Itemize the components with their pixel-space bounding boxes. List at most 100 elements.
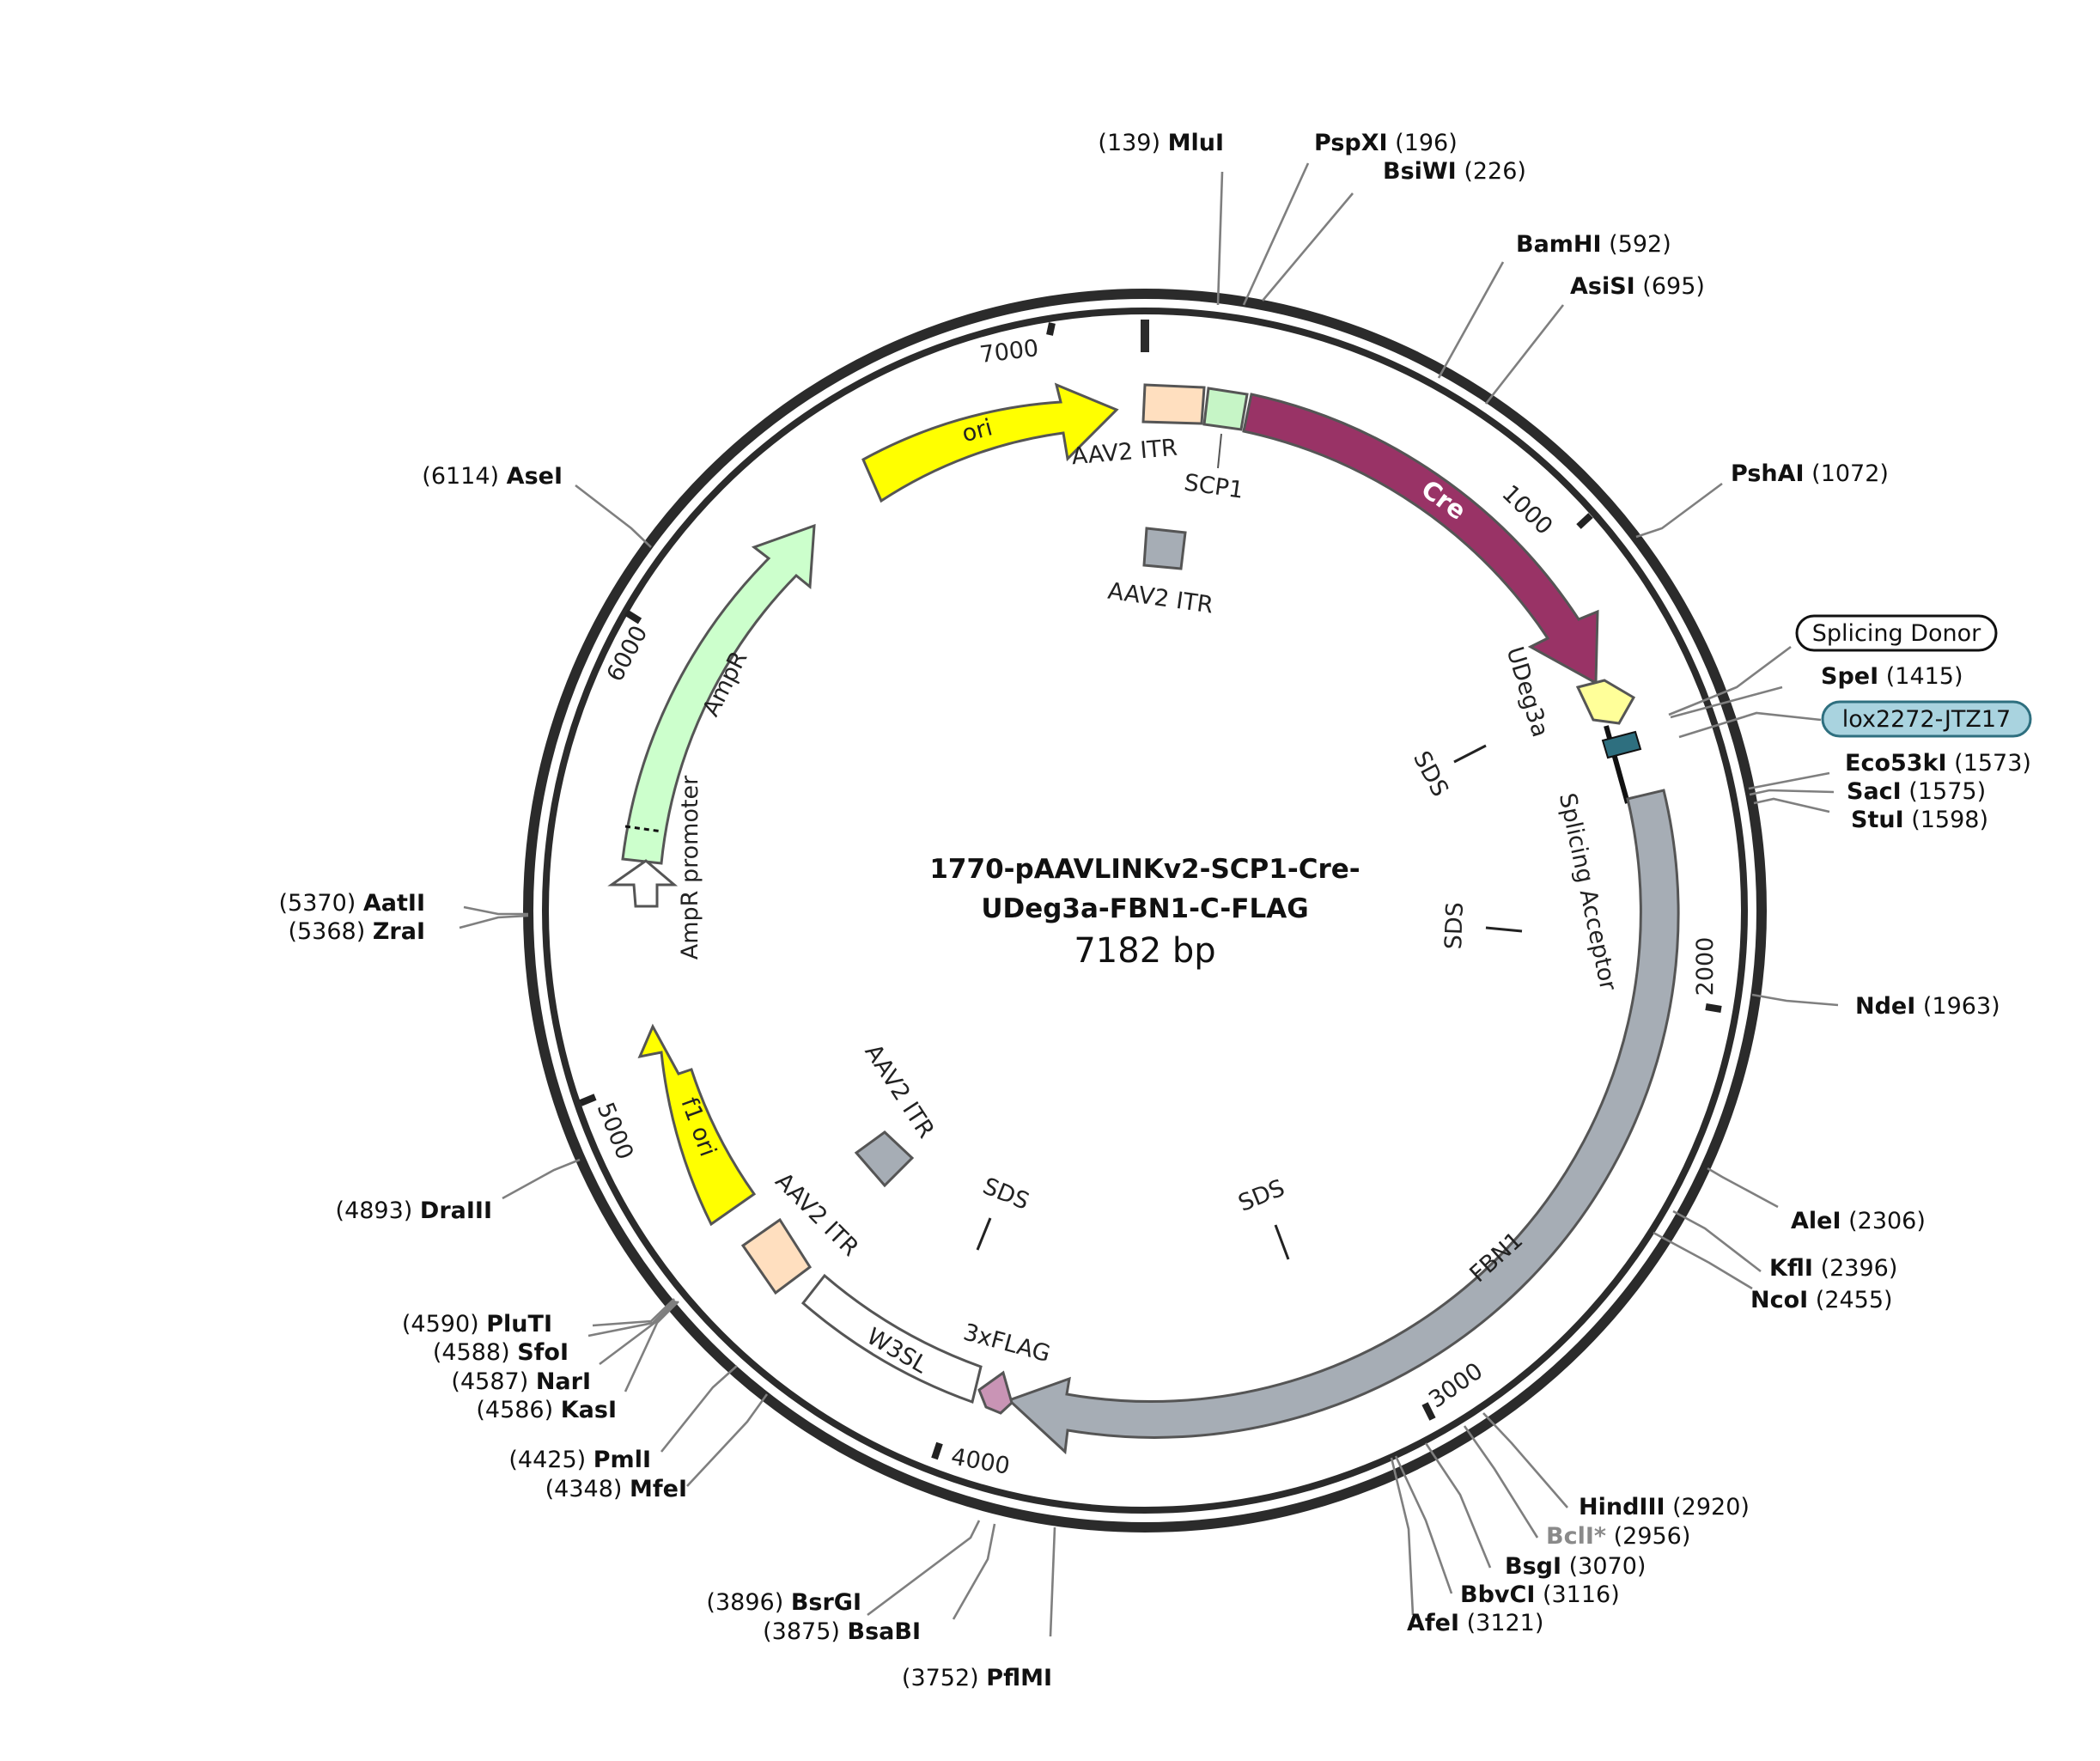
map-title-line2: UDeg3a-FBN1-C-FLAG <box>981 893 1308 924</box>
feature-aav2-itr-bottom[interactable]: AAV2 ITR <box>740 1167 864 1295</box>
site-pos: ) <box>1637 1553 1647 1580</box>
sds-line <box>1453 744 1487 764</box>
inner-itr-bottom[interactable]: AAV2 ITR <box>854 1039 940 1188</box>
site-draiii[interactable]: (4893) DraIII <box>336 1197 492 1224</box>
site-spei[interactable]: SpeI (1415) <box>1821 663 1963 690</box>
bsgi-leader <box>1424 1442 1492 1569</box>
site-pos-value: 226 <box>1473 158 1518 185</box>
site-kasi[interactable]: (4586) KasI <box>476 1397 617 1423</box>
feature-ori[interactable]: ori <box>861 382 1119 503</box>
site-name: MluI <box>1168 130 1224 156</box>
site-name: MfeI <box>630 1476 687 1502</box>
site-pos: ) <box>1682 1523 1691 1550</box>
site-pos: ) <box>1884 1287 1893 1313</box>
tick-6000: 6000 <box>602 609 653 686</box>
site-pos: ( <box>1808 1287 1824 1313</box>
site-asisi[interactable]: AsiSI (695) <box>1570 273 1705 300</box>
tick-mark <box>1576 513 1593 529</box>
feature-lox[interactable] <box>1601 725 1642 804</box>
site-afei[interactable]: AfeI (3121) <box>1407 1610 1543 1636</box>
site-pos-value: 4586 <box>485 1397 545 1423</box>
aav2-itr-box <box>1141 383 1206 425</box>
feature-ampr-promoter[interactable]: AmpR promoter <box>607 775 703 960</box>
site-pos: ) <box>404 1197 420 1224</box>
pflmi-leader <box>1049 1526 1056 1637</box>
site-bsabi[interactable]: (3875) BsaBI <box>763 1618 921 1645</box>
site-pos: ) <box>520 1368 536 1395</box>
site-alei[interactable]: AleI (2306) <box>1791 1208 1926 1234</box>
site-pos: ( <box>763 1618 772 1645</box>
site-pos: ) <box>1977 778 1987 805</box>
site-eco53ki[interactable]: Eco53kI (1573) <box>1845 750 2031 777</box>
site-name: BamHI <box>1516 231 1602 258</box>
site-name: BsiWI <box>1383 158 1457 185</box>
site-pspxi[interactable]: PspXI (196) <box>1314 130 1458 156</box>
alei-leader <box>1707 1167 1779 1209</box>
site-pos: ( <box>545 1476 555 1502</box>
site-pos: ( <box>433 1339 442 1366</box>
spei-leader <box>1670 686 1783 719</box>
site-pos-value: 3116 <box>1552 1581 1611 1608</box>
site-ncoi[interactable]: NcoI (2455) <box>1750 1287 1893 1313</box>
site-pmli[interactable]: (4425) PmlI <box>508 1447 651 1473</box>
site-name: ZraI <box>373 918 425 945</box>
site-name: AatII <box>363 890 425 917</box>
inner-itr-top[interactable]: AAV2 ITR <box>1106 527 1215 619</box>
site-zrai[interactable]: (5368) ZraI <box>288 918 425 945</box>
sfoi-leader <box>587 1300 676 1338</box>
feature-ampr[interactable]: AmpR <box>621 523 816 865</box>
site-sfoi[interactable]: (4588) SfoI <box>433 1339 569 1366</box>
site-pos: ) <box>545 1397 561 1423</box>
callout-box <box>1795 614 1998 652</box>
site-hindiii[interactable]: HindIII (2920) <box>1579 1494 1750 1520</box>
lox-callout[interactable]: lox2272-JTZ17 <box>1821 700 2032 738</box>
site-pos-value: 5368 <box>297 918 356 945</box>
kasi-leader <box>624 1301 679 1392</box>
asisi-leader <box>1484 304 1565 405</box>
site-asei[interactable]: (6114) AseI <box>422 463 563 490</box>
sds-marker-3: SDS <box>1234 1174 1290 1260</box>
feature-f1-ori[interactable]: f1 ori <box>637 1023 757 1227</box>
site-kfli[interactable]: KflI (2396) <box>1769 1255 1897 1282</box>
feature-w3sl[interactable]: W3SL <box>800 1273 983 1404</box>
mfei-leader <box>686 1393 769 1487</box>
site-bcli[interactable]: BclI* (2956) <box>1546 1523 1690 1550</box>
kfli-leader <box>1672 1210 1762 1273</box>
site-nari[interactable]: (4587) NarI <box>451 1368 591 1395</box>
site-pos: ( <box>1904 807 1920 833</box>
site-stui[interactable]: StuI (1598) <box>1851 807 1988 833</box>
site-bsiwi[interactable]: BsiWI (226) <box>1383 158 1526 185</box>
site-pshai[interactable]: PshAI (1072) <box>1731 460 1889 487</box>
map-title-line1: 1770-pAAVLINKv2-SCP1-Cre- <box>929 854 1360 885</box>
site-pluti[interactable]: (4590) PluTI <box>402 1311 552 1338</box>
site-pos: ) <box>2022 750 2031 777</box>
site-pos: ) <box>1991 993 2000 1020</box>
site-aatii[interactable]: (5370) AatII <box>278 890 425 917</box>
site-saci[interactable]: SacI (1575) <box>1847 778 1986 805</box>
site-pflmi[interactable]: (3752) PflMI <box>902 1665 1052 1691</box>
site-bsrgi[interactable]: (3896) BsrGI <box>706 1589 861 1616</box>
site-name: KasI <box>561 1397 617 1423</box>
site-name: NdeI <box>1855 993 1915 1020</box>
map-size: 7182 bp <box>1074 931 1215 971</box>
tick-mark <box>931 1441 943 1460</box>
site-pos: ( <box>1878 663 1895 690</box>
tick-label: 2000 <box>1692 937 1719 996</box>
site-mlui[interactable]: (139) MluI <box>1098 130 1224 156</box>
itr-label: AAV2 ITR <box>860 1039 940 1143</box>
site-mfei[interactable]: (4348) MfeI <box>545 1476 687 1502</box>
site-pos: ) <box>1740 1494 1750 1520</box>
site-bbvci[interactable]: BbvCI (3116) <box>1460 1581 1620 1608</box>
site-pos: ( <box>1535 1581 1551 1608</box>
site-ndei[interactable]: NdeI (1963) <box>1855 993 2000 1020</box>
site-bamhi[interactable]: BamHI (592) <box>1516 231 1671 258</box>
splicing-donor-callout[interactable]: Splicing Donor <box>1795 614 1998 652</box>
site-pos: ( <box>1602 231 1618 258</box>
w3sl-box <box>800 1273 983 1404</box>
site-pos-value: 3752 <box>910 1665 970 1691</box>
site-bsgi[interactable]: BsgI (3070) <box>1505 1553 1646 1580</box>
site-pos: ( <box>451 1368 460 1395</box>
site-pos: ) <box>1535 1610 1544 1636</box>
ampr-promoter-divider <box>624 825 663 833</box>
ori-arrow <box>861 382 1119 503</box>
